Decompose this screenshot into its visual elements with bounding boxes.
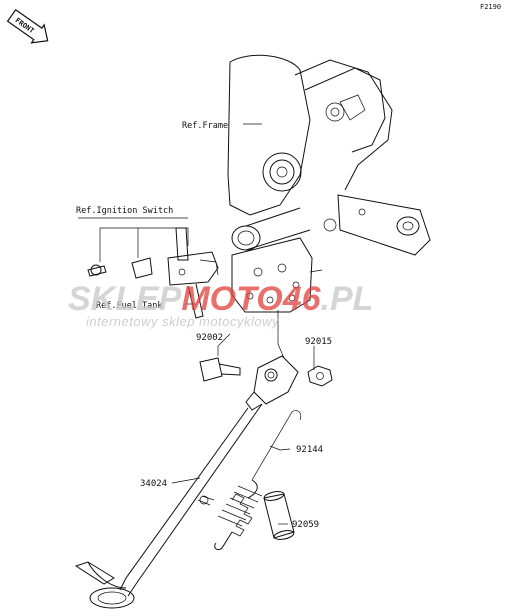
figure-code: F2190 [480,3,501,11]
part-number-spring: 92144 [296,445,323,455]
nut-92015 [307,365,333,387]
ref-fuel-tank-label: Ref.Fuel Tank [96,301,163,311]
front-arrow-icon: FRONT [6,8,49,44]
part-number-nut: 92015 [305,337,332,347]
bolt-92002 [199,357,241,382]
watermark-brand-left: SKLEP [68,280,182,318]
watermark: SKLEPMOTO46.PL internetowy sklep motocyk… [68,280,373,329]
switch-assembly [87,227,219,319]
part-number-bolt: 92002 [196,333,223,343]
part-number-collar: 92059 [292,520,319,530]
watermark-brand-tld: .PL [321,280,374,318]
watermark-brand-right: MOTO46 [181,280,321,318]
side-stand-34024 [74,355,299,609]
ref-ignition-switch-label: Ref.Ignition Switch [76,206,173,216]
collar-92059 [263,491,295,540]
leader-lines [78,123,315,525]
spring-92144 [214,410,302,551]
frame-outline [227,54,431,313]
part-number-side-stand: 34024 [140,479,167,489]
watermark-tagline: internetowy sklep motocyklowy [86,314,280,329]
svg-text:SKLEPMOTO46.PL: SKLEPMOTO46.PL [68,280,373,318]
ref-frame-label: Ref.Frame [182,121,228,131]
